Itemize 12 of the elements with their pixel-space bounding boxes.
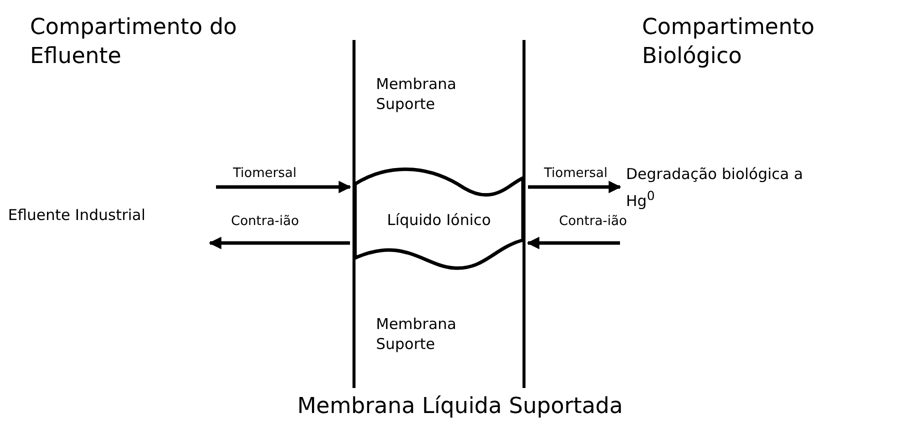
- arrow: [216, 180, 352, 194]
- compartment-heading: Compartimento do Efluente: [30, 14, 238, 71]
- membrane-label: Membrana Suporte: [376, 315, 458, 354]
- membrane-label: Membrana Suporte: [376, 75, 458, 114]
- diagram-caption: Membrana Líquida Suportada: [296, 393, 624, 421]
- node-label: Líquido Iónico: [386, 210, 492, 231]
- liquid-region: [354, 170, 524, 272]
- arrow: [526, 236, 620, 250]
- compartment-heading: Compartimento Biológico: [642, 14, 816, 71]
- effluent-label: Efluente Industrial: [8, 206, 146, 226]
- arrow: [208, 236, 350, 250]
- node-label: Degradação biológica a Hg$^{0}$: [626, 164, 804, 212]
